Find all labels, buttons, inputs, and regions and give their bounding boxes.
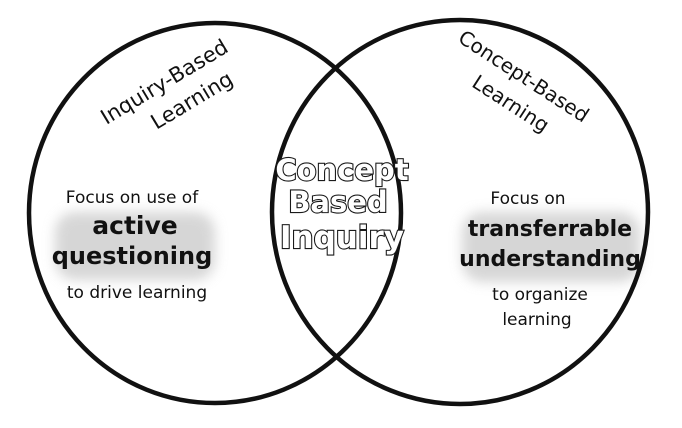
- left-desc-line4: to drive learning: [67, 283, 207, 303]
- intersection-label-line2: Based: [288, 185, 387, 219]
- left-circle: [26, 20, 404, 406]
- right-desc-emphasis-transferrable: transferrable: [468, 217, 632, 242]
- intersection-label-line3: Inquiry: [280, 220, 404, 256]
- left-desc-emphasis-active: active: [92, 211, 177, 240]
- left-desc-emphasis-questioning: questioning: [52, 242, 213, 270]
- right-desc-line4: to organize: [492, 285, 588, 305]
- right-desc-emphasis-understanding: understanding: [459, 247, 641, 272]
- right-desc-line5: learning: [502, 310, 571, 330]
- left-desc-line1: Focus on use of: [66, 188, 199, 208]
- right-highlight: [462, 212, 640, 282]
- right-circle: [269, 17, 651, 407]
- intersection-label-line1: Concept: [275, 153, 408, 187]
- left-highlight: [55, 212, 215, 280]
- right-desc-line1: Focus on: [490, 189, 565, 209]
